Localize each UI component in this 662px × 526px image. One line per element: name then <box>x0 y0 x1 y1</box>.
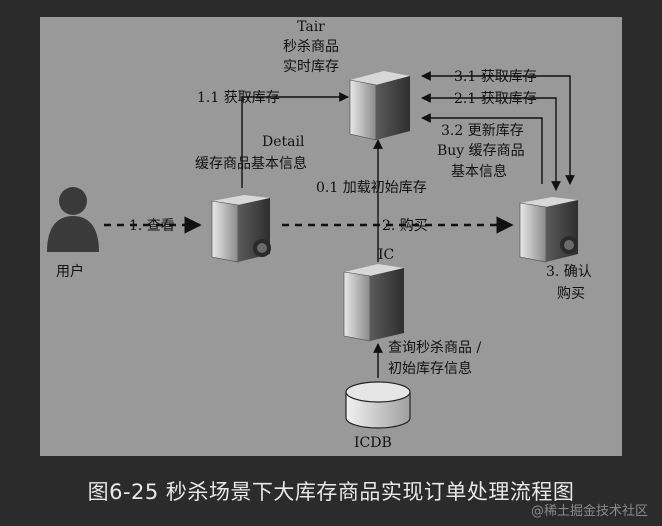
edge-label-confirm-line2: 购买 <box>557 286 585 302</box>
ic-label: IC <box>378 247 394 263</box>
edge-update-stock-32 <box>421 113 543 184</box>
edge-label-purchase: 2. 购买 <box>382 218 428 234</box>
edge-label-update-stock-32: 3.2 更新库存 <box>441 123 524 139</box>
watermark: @稀土掘金技术社区 <box>530 504 648 519</box>
edge-label-query-line1: 查询秒杀商品 / <box>388 340 481 356</box>
user-icon <box>47 187 99 252</box>
edge-label-get-stock-31: 3.1 获取库存 <box>454 69 537 85</box>
detail-label-desc: 缓存商品基本信息 <box>195 155 307 172</box>
edge-label-view: 1. 查看 <box>129 218 175 234</box>
edge-get-stock-31 <box>421 71 575 185</box>
detail-server-icon <box>211 195 271 263</box>
edge-label-load-initial-stock: 0.1 加载初始库存 <box>316 179 427 196</box>
edge-label-confirm-line1: 3. 确认 <box>546 264 592 280</box>
buy-server-icon <box>519 197 578 263</box>
edge-label-get-stock-21: 2.1 获取库存 <box>454 91 537 107</box>
tair-label-line1: 秒杀商品 <box>283 39 339 55</box>
detail-label-title: Detail <box>262 134 305 150</box>
edge-detail-get-stock <box>241 92 349 188</box>
tair-label-line2: 实时库存 <box>283 59 339 75</box>
icdb-database-icon <box>345 381 411 429</box>
buy-label-line1: Buy 缓存商品 <box>437 143 525 159</box>
edge-label-query-line2: 初始库存信息 <box>388 360 472 377</box>
tair-server-icon <box>349 71 410 141</box>
user-label: 用户 <box>56 263 84 280</box>
ic-server-icon <box>343 264 404 342</box>
edge-label-detail-get-stock: 1.1 获取库存 <box>197 90 280 106</box>
edge-get-stock-21 <box>421 93 561 191</box>
buy-label-line2: 基本信息 <box>451 163 507 180</box>
icdb-label: ICDB <box>354 435 392 451</box>
figure-caption: 图6-25 秒杀场景下大库存商品实现订单处理流程图 <box>87 480 575 504</box>
tair-label-title: Tair <box>297 19 325 35</box>
